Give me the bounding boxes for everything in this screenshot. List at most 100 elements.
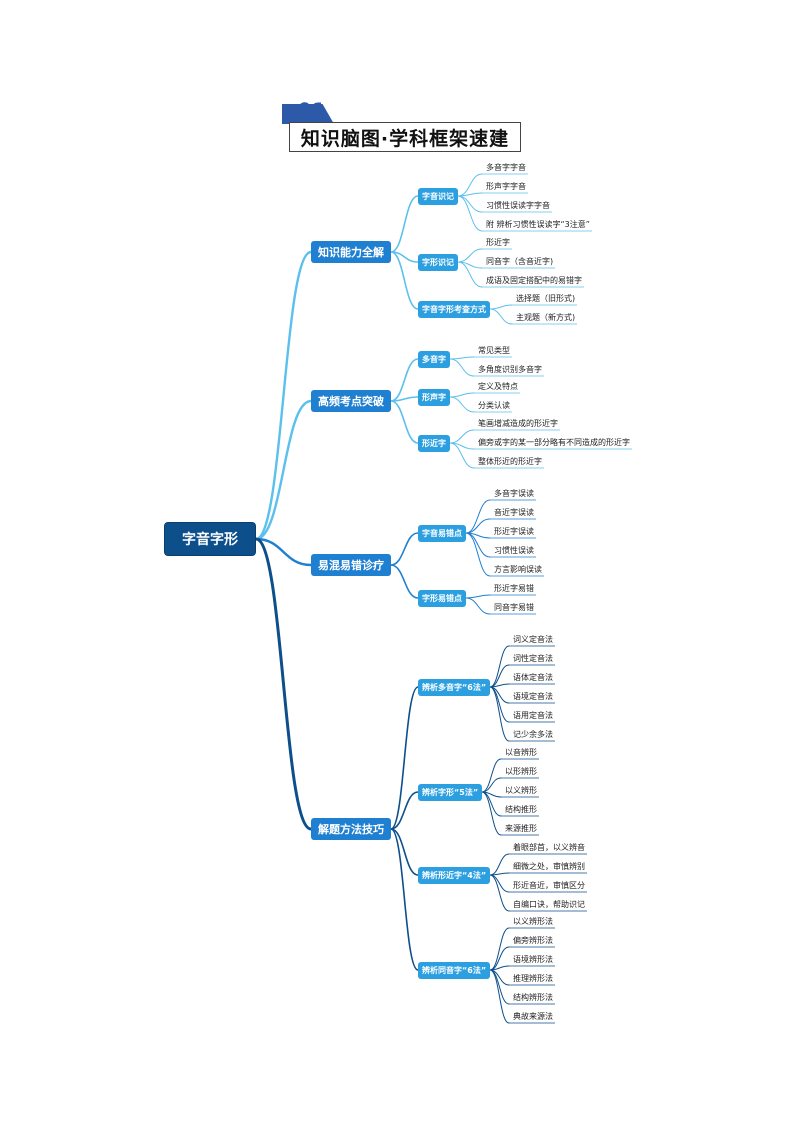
- sub-leaf-connector: [449, 396, 475, 413]
- sub-leaf-connector: [457, 173, 483, 197]
- leaf-item: 多音字误读: [494, 489, 534, 498]
- sub-leaf-connector: [481, 777, 502, 793]
- root-branch-connector: [254, 537, 313, 567]
- leaf-item: 典故来源法: [513, 1012, 553, 1021]
- leaf-item: 来源推形: [505, 824, 537, 833]
- branch-sub-connector: [390, 686, 419, 830]
- leaf-item: 形声字字音: [486, 182, 526, 191]
- sub-node: 辨析字形“5法”: [418, 783, 483, 801]
- sub-leaf-connector: [457, 261, 483, 288]
- section-number: 01: [298, 99, 327, 121]
- sub-leaf-connector: [465, 594, 491, 599]
- root-branch-connector: [254, 399, 313, 541]
- branch-node-methods: 解题方法技巧: [311, 818, 391, 840]
- root-branch-connector: [254, 537, 313, 831]
- sub-leaf-connector: [489, 969, 510, 1024]
- leaf-item: 自编口诀，帮助识记: [513, 900, 585, 909]
- branch-sub-connector: [390, 564, 419, 599]
- leaf-item: 形近字易错: [494, 584, 534, 593]
- branch-sub-connector: [390, 828, 419, 876]
- sub-node: 形近字: [418, 434, 450, 452]
- branch-sub-connector: [390, 532, 419, 566]
- leaf-item: 主观题（新方式): [516, 313, 576, 322]
- sub-leaf-connector: [457, 192, 483, 197]
- sub-node: 字音识记: [418, 187, 458, 205]
- sub-node: 字形识记: [418, 253, 458, 271]
- root-node: 字音字形: [164, 522, 256, 556]
- leaf-item: 推理辨形法: [513, 974, 553, 983]
- sub-leaf-connector: [465, 532, 491, 577]
- sub-leaf-connector: [449, 429, 475, 444]
- sub-node: 形声字: [418, 388, 450, 406]
- section-title: 知识脑图·学科框架速建: [289, 122, 521, 152]
- sub-leaf-connector: [457, 248, 483, 263]
- sub-leaf-connector: [489, 304, 513, 310]
- sub-leaf-connector: [489, 664, 510, 688]
- leaf-item: 音近字误读: [494, 508, 534, 517]
- leaf-item: 成语及固定搭配中的易错字: [486, 276, 582, 285]
- leaf-item: 结构辨形法: [513, 993, 553, 1002]
- leaf-item: 分类认读: [478, 401, 510, 410]
- sub-leaf-connector: [489, 686, 510, 742]
- sub-node: 辨析形近字“4法”: [418, 866, 491, 884]
- section-tab: [282, 104, 334, 124]
- leaf-item: 语用定音法: [513, 711, 553, 720]
- branch-sub-connector: [390, 195, 419, 253]
- sub-leaf-connector: [489, 874, 510, 912]
- leaf-item: 多音字字音: [486, 163, 526, 172]
- leaf-item: 习惯性误读字字音: [486, 201, 550, 210]
- leaf-item: 以形辨形: [505, 767, 537, 776]
- sub-leaf-connector: [481, 791, 502, 836]
- leaf-item: 细微之处，审慎辨别: [513, 862, 585, 871]
- sub-leaf-connector: [457, 195, 483, 213]
- leaf-item: 形近字: [486, 238, 510, 247]
- branch-node-knowledge: 知识能力全解: [311, 241, 391, 263]
- leaf-item: 常见类型: [478, 346, 510, 355]
- leaf-item: 形近字误读: [494, 527, 534, 536]
- sub-leaf-connector: [489, 946, 510, 971]
- leaf-item: 同音字易错: [494, 603, 534, 612]
- sub-node: 多音字: [418, 350, 450, 368]
- sub-leaf-connector: [489, 927, 510, 971]
- branch-sub-connector: [390, 396, 419, 402]
- sub-leaf-connector: [449, 442, 475, 469]
- sub-leaf-connector: [481, 758, 502, 793]
- leaf-item: 定义及特点: [478, 382, 518, 391]
- branch-sub-connector: [390, 400, 419, 444]
- leaf-item: 整体形近的形近字: [478, 457, 542, 466]
- sub-leaf-connector: [465, 518, 491, 534]
- sub-leaf-connector: [489, 853, 510, 876]
- leaf-item: 语境定音法: [513, 692, 553, 701]
- leaf-item: 偏旁或字的某一部分略有不同造成的形近字: [478, 438, 630, 447]
- branch-node-errors: 易混易错诊疗: [311, 554, 391, 576]
- sub-node: 字音易错点: [418, 524, 466, 542]
- leaf-item: 词义定音法: [513, 635, 553, 644]
- leaf-item: 以音辨形: [505, 748, 537, 757]
- leaf-item: 笔画增减造成的形近字: [478, 419, 558, 428]
- sub-leaf-connector: [465, 499, 491, 534]
- sub-node: 字形易错点: [418, 589, 466, 607]
- sub-leaf-connector: [457, 195, 483, 232]
- leaf-item: 词性定音法: [513, 654, 553, 663]
- sub-leaf-connector: [449, 392, 475, 398]
- leaf-item: 附 辨析习惯性误读字“3注意”: [486, 220, 590, 229]
- root-branch-connector: [254, 250, 313, 541]
- leaf-item: 语体定音法: [513, 673, 553, 682]
- sub-node: 字音字形考查方式: [418, 300, 490, 318]
- branch-sub-connector: [390, 828, 419, 971]
- sub-leaf-connector: [449, 358, 475, 377]
- leaf-item: 记少余多法: [513, 730, 553, 739]
- sub-leaf-connector: [489, 645, 510, 688]
- leaf-item: 同音字（含音近字): [486, 257, 554, 266]
- leaf-item: 语境辨形法: [513, 955, 553, 964]
- leaf-item: 选择题（旧形式): [516, 294, 576, 303]
- sub-node: 辨析多音字“6法”: [418, 678, 491, 696]
- leaf-item: 形近音近，审慎区分: [513, 881, 585, 890]
- leaf-item: 多角度识别多音字: [478, 365, 542, 374]
- leaf-item: 方言影响误读: [494, 565, 542, 574]
- leaf-item: 偏旁辨形法: [513, 936, 553, 945]
- sub-leaf-connector: [449, 356, 475, 360]
- leaf-item: 习惯性误读: [494, 546, 534, 555]
- sub-leaf-connector: [465, 597, 491, 615]
- leaf-item: 以义辨形法: [513, 917, 553, 926]
